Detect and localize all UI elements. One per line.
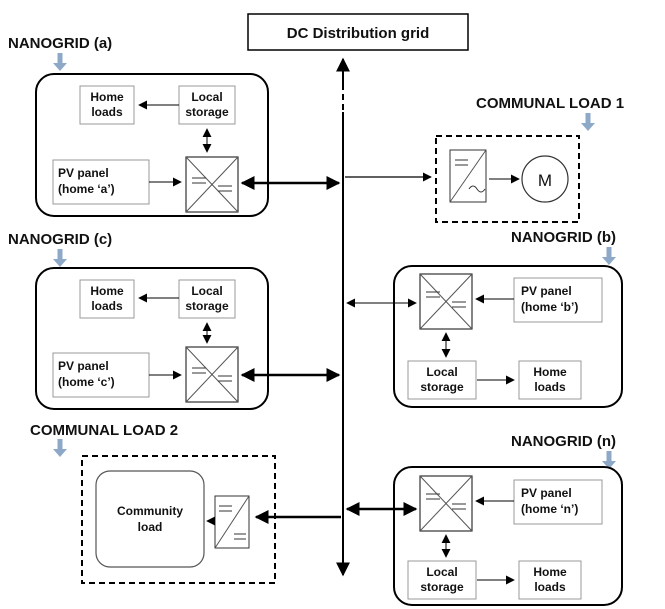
marker-arrow-icon: [602, 461, 616, 469]
motor-label: M: [538, 171, 552, 190]
pv-panel-box: [513, 479, 603, 525]
local-storage-box: [407, 560, 477, 600]
pv-panel-box: [52, 352, 150, 398]
marker-arrow-icon: [53, 259, 67, 267]
pv-panel-label: (home ‘c’): [58, 375, 115, 389]
home-loads-label: loads: [534, 580, 566, 594]
communal-load-2: COMMUNAL LOAD 2 Community load: [30, 422, 341, 584]
local-storage-label: storage: [420, 380, 464, 394]
local-storage-box: [178, 85, 236, 125]
home-loads-label: loads: [534, 380, 566, 394]
nanogrid-a: NANOGRID (a) Home loads Local storage PV…: [8, 35, 341, 217]
community-load-label: Community: [117, 504, 183, 518]
pv-panel-label: PV panel: [58, 166, 109, 180]
local-storage-box: [178, 279, 236, 319]
converter-icon: [449, 149, 487, 203]
nanogrid-c: NANOGRID (c) Home loads Local storage PV…: [8, 231, 341, 410]
marker-arrow-icon: [602, 257, 616, 265]
pv-panel-box: [52, 159, 150, 205]
community-load-box: [95, 470, 205, 568]
local-storage-label: Local: [191, 284, 222, 298]
community-load-label: load: [138, 520, 163, 534]
nanogrid-a-label: NANOGRID (a): [8, 35, 112, 52]
local-storage-label: Local: [426, 365, 457, 379]
home-loads-label: Home: [533, 365, 567, 379]
local-storage-label: Local: [426, 565, 457, 579]
pv-panel-label: PV panel: [521, 486, 572, 500]
pv-panel-label: PV panel: [521, 284, 572, 298]
local-storage-label: storage: [420, 580, 464, 594]
communal-load-1-container: [435, 135, 580, 223]
home-loads-box: [518, 360, 582, 400]
diagram-title: DC Distribution grid: [287, 25, 430, 42]
home-loads-label: Home: [533, 565, 567, 579]
nanogrid-c-label: NANOGRID (c): [8, 231, 112, 248]
local-storage-box: [407, 360, 477, 400]
converter-icon: [214, 495, 250, 549]
pv-panel-label: (home ‘a’): [58, 182, 115, 196]
home-loads-label: loads: [91, 299, 123, 313]
communal-load-1: COMMUNAL LOAD 1 M: [345, 95, 624, 223]
marker-arrow-icon: [53, 63, 67, 71]
home-loads-box: [79, 279, 135, 319]
pv-panel-label: (home ‘b’): [521, 300, 578, 314]
nanogrid-n: NANOGRID (n) PV panel (home ‘n’) Local s…: [345, 433, 623, 606]
communal-load-2-label: COMMUNAL LOAD 2: [30, 422, 178, 439]
nanogrid-n-label: NANOGRID (n): [511, 433, 616, 450]
nanogrid-b-label: NANOGRID (b): [511, 229, 616, 246]
converter-icon: [185, 156, 239, 213]
motor-icon: [521, 155, 569, 203]
title-box: [247, 13, 469, 51]
nanogrid-b: NANOGRID (b) PV panel (home ‘b’) Local s…: [346, 229, 623, 408]
home-loads-label: Home: [90, 284, 124, 298]
local-storage-label: storage: [185, 105, 229, 119]
converter-icon: [419, 273, 473, 330]
marker-arrow-icon: [581, 123, 595, 131]
communal-load-1-label: COMMUNAL LOAD 1: [476, 95, 624, 112]
pv-panel-label: PV panel: [58, 359, 109, 373]
pv-panel-label: (home ‘n’): [521, 502, 578, 516]
converter-icon: [185, 346, 239, 403]
pv-panel-box: [513, 277, 603, 323]
home-loads-label: Home: [90, 90, 124, 104]
home-loads-box: [518, 560, 582, 600]
converter-icon: [419, 475, 473, 532]
home-loads-box: [79, 85, 135, 125]
home-loads-label: loads: [91, 105, 123, 119]
local-storage-label: Local: [191, 90, 222, 104]
local-storage-label: storage: [185, 299, 229, 313]
marker-arrow-icon: [53, 449, 67, 457]
